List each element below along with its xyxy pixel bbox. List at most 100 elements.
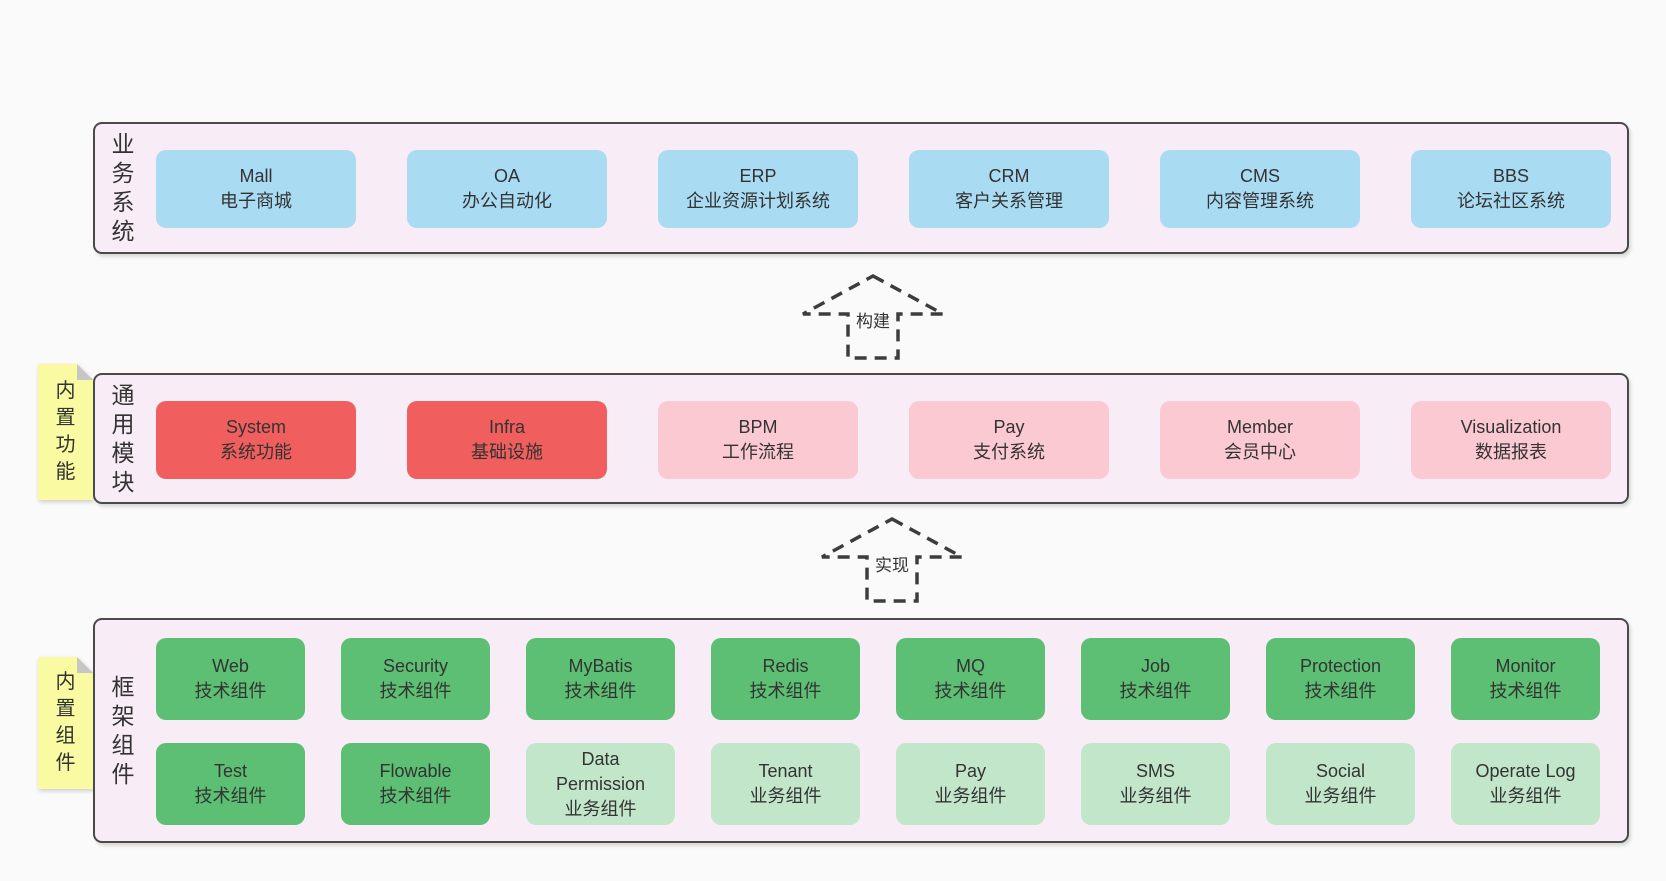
box-visualization: Visualization 数据报表 [1411, 401, 1611, 479]
box-title: Redis [762, 656, 809, 676]
box-title: Social [1315, 761, 1366, 781]
box-title: SMS [1135, 761, 1175, 781]
box-cms: CMS 内容管理系统 [1160, 150, 1360, 228]
sticky-note-builtin-components: 内置组件 [38, 657, 93, 789]
box-social: Social 业务组件 [1266, 743, 1415, 825]
box-data-permission: Data Permission 业务组件 [526, 743, 675, 825]
box-bbs: BBS 论坛社区系统 [1411, 150, 1611, 228]
box-row: System 系统功能 Infra 基础设施 BPM 工作流程 Pay 支付系统… [156, 401, 1611, 479]
box-subtitle: 客户关系管理 [955, 191, 1063, 211]
box-title: Infra [488, 417, 526, 437]
box-subtitle: 办公自动化 [462, 191, 552, 211]
box-subtitle: 业务组件 [749, 786, 822, 806]
box-flowable: Flowable 技术组件 [341, 743, 490, 825]
box-subtitle: 业务组件 [564, 798, 637, 819]
box-subtitle: 技术组件 [934, 681, 1007, 701]
box-title: CRM [988, 166, 1030, 186]
box-subtitle: 技术组件 [1119, 681, 1192, 701]
box-pay: Pay 支付系统 [909, 401, 1109, 479]
box-subtitle: 工作流程 [722, 442, 794, 462]
box-subtitle: 技术组件 [379, 681, 452, 701]
box-system: System 系统功能 [156, 401, 356, 479]
box-subtitle: 业务组件 [934, 786, 1007, 806]
arrow-label-implement: 实现 [873, 556, 911, 575]
note-folded-corner [77, 657, 93, 673]
box-redis: Redis 技术组件 [711, 638, 860, 720]
box-title: OA [493, 166, 520, 186]
box-subtitle: 技术组件 [1304, 681, 1377, 701]
box-subtitle: 电子商城 [220, 191, 292, 211]
box-title: Web [212, 656, 249, 676]
box-title: Monitor [1495, 656, 1556, 676]
box-subtitle: 论坛社区系统 [1457, 191, 1565, 211]
box-monitor: Monitor 技术组件 [1451, 638, 1600, 720]
sticky-note-text: 内置功能 [55, 380, 76, 483]
box-test: Test 技术组件 [156, 743, 305, 825]
box-title: MQ [956, 656, 985, 676]
box-title: Mall [239, 166, 273, 186]
box-sms: SMS 业务组件 [1081, 743, 1230, 825]
box-job: Job 技术组件 [1081, 638, 1230, 720]
sticky-note-body: 内置组件 [38, 657, 93, 789]
box-title: System [225, 417, 286, 437]
box-subtitle: 企业资源计划系统 [686, 191, 830, 211]
box-erp: ERP 企业资源计划系统 [658, 150, 858, 228]
box-subtitle: 业务组件 [1119, 786, 1192, 806]
band-label: 框架组件 [111, 673, 135, 787]
band-framework-components: 框架组件 Web 技术组件 Security 技术组件 MyBatis 技术组件… [93, 618, 1629, 843]
box-mq: MQ 技术组件 [896, 638, 1045, 720]
box-title: Operate Log [1475, 761, 1576, 781]
box-mall: Mall 电子商城 [156, 150, 356, 228]
box-subtitle: 会员中心 [1224, 442, 1296, 462]
band-common-modules: 通用模块 System 系统功能 Infra 基础设施 BPM 工作流程 Pay… [93, 373, 1629, 504]
box-title: Security [382, 656, 449, 676]
arrow-label-build: 构建 [854, 312, 892, 331]
box-title: Tenant [758, 761, 813, 781]
box-title: Pay [954, 761, 987, 781]
box-title: Test [213, 761, 247, 781]
box-tenant: Tenant 业务组件 [711, 743, 860, 825]
box-web: Web 技术组件 [156, 638, 305, 720]
box-subtitle: 技术组件 [749, 681, 822, 701]
box-subtitle: 技术组件 [1489, 681, 1562, 701]
box-protection: Protection 技术组件 [1266, 638, 1415, 720]
box-subtitle: 业务组件 [1489, 786, 1562, 806]
box-row: Mall 电子商城 OA 办公自动化 ERP 企业资源计划系统 CRM 客户关系… [156, 150, 1611, 228]
box-row: Web 技术组件 Security 技术组件 MyBatis 技术组件 Redi… [156, 638, 1600, 720]
box-bpm: BPM 工作流程 [658, 401, 858, 479]
note-folded-corner [77, 364, 93, 380]
box-title: Flowable [379, 761, 452, 781]
box-subtitle: 技术组件 [564, 681, 637, 701]
box-subtitle: 技术组件 [194, 786, 267, 806]
box-title: Member [1226, 417, 1293, 437]
box-subtitle: 数据报表 [1475, 442, 1547, 462]
box-member: Member 会员中心 [1160, 401, 1360, 479]
sticky-note-body: 内置功能 [38, 364, 93, 500]
box-title: BPM [738, 417, 778, 437]
box-oa: OA 办公自动化 [407, 150, 607, 228]
box-subtitle: 技术组件 [194, 681, 267, 701]
box-subtitle: 基础设施 [471, 442, 543, 462]
box-title: CMS [1240, 166, 1280, 186]
box-mybatis: MyBatis 技术组件 [526, 638, 675, 720]
box-title: Visualization [1460, 417, 1562, 437]
box-crm: CRM 客户关系管理 [909, 150, 1109, 228]
box-infra: Infra 基础设施 [407, 401, 607, 479]
band-business-systems: 业务系统 Mall 电子商城 OA 办公自动化 ERP 企业资源计划系统 CRM… [93, 122, 1629, 254]
band-label: 通用模块 [111, 381, 135, 495]
box-operate-log: Operate Log 业务组件 [1451, 743, 1600, 825]
box-title: Data Permission [555, 748, 646, 794]
sticky-note-builtin-features: 内置功能 [38, 364, 93, 500]
box-subtitle: 业务组件 [1304, 786, 1377, 806]
box-title: Job [1140, 656, 1171, 676]
dashed-up-arrow-implement [821, 517, 963, 603]
box-security: Security 技术组件 [341, 638, 490, 720]
box-subtitle: 内容管理系统 [1206, 191, 1314, 211]
sticky-note-text: 内置组件 [55, 671, 76, 774]
band-label: 业务系统 [111, 131, 135, 244]
box-row: Test 技术组件 Flowable 技术组件 Data Permission … [156, 743, 1600, 825]
box-subtitle: 技术组件 [379, 786, 452, 806]
box-subtitle: 支付系统 [973, 442, 1045, 462]
box-title: BBS [1492, 166, 1530, 186]
